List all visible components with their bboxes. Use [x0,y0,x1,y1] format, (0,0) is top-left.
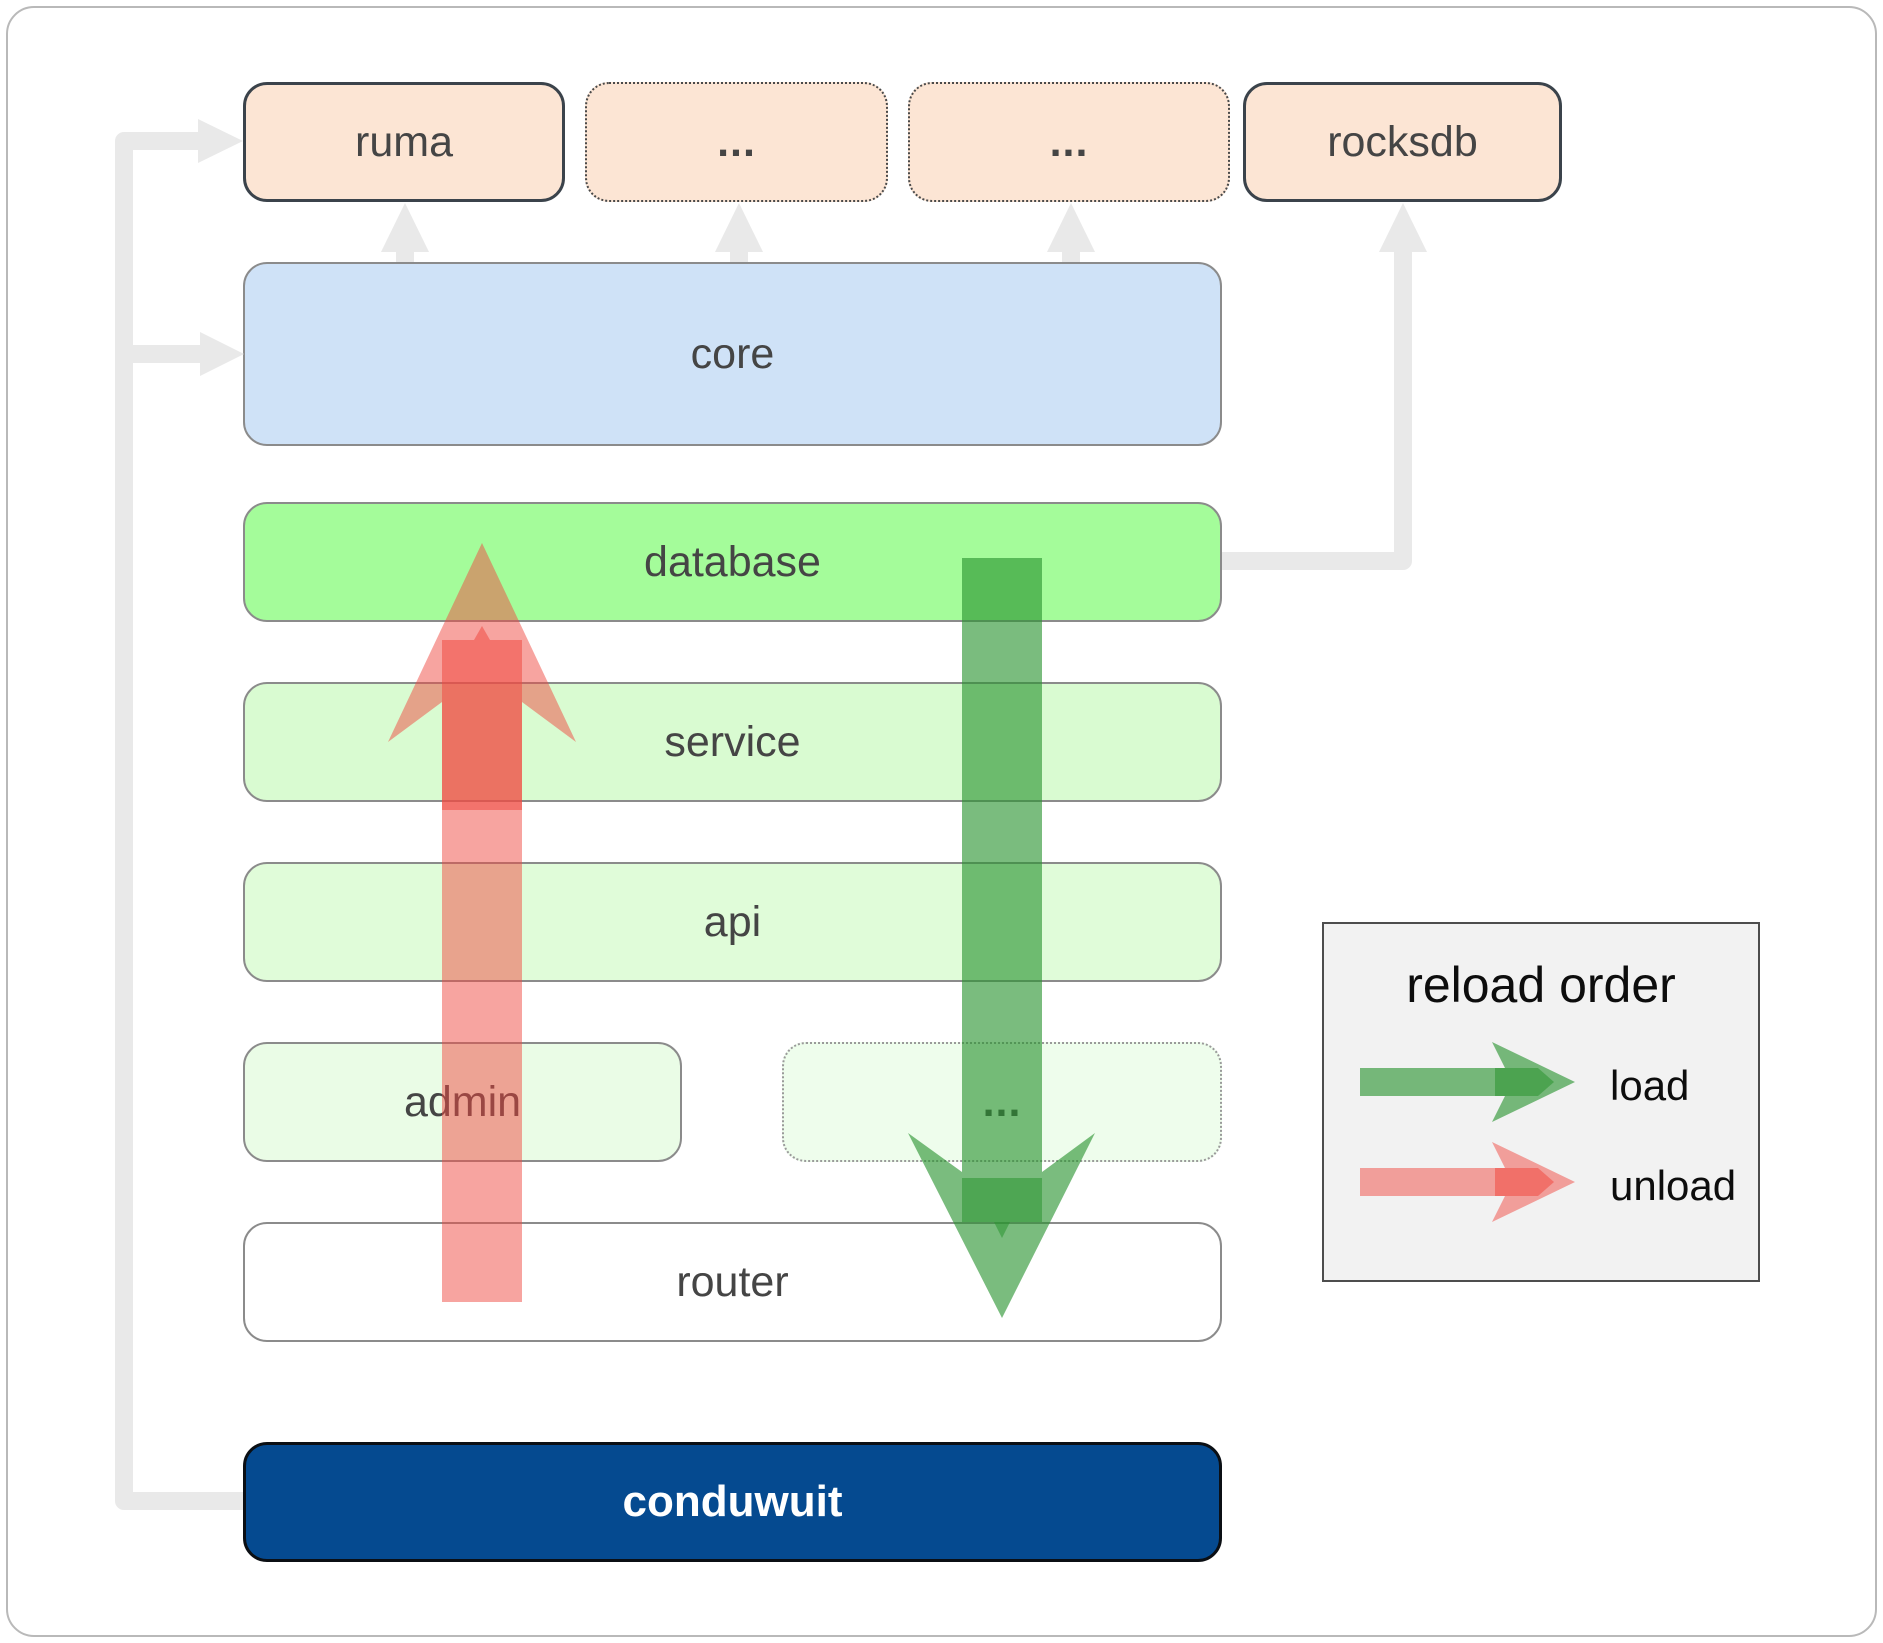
node-router: router [243,1222,1222,1342]
node-module-ellipsis-label: ... [982,1077,1022,1126]
node-dependency-ellipsis-1: ... [585,82,888,202]
legend-unload-label: unload [1610,1162,1737,1209]
node-core-label: core [690,329,775,378]
diagram-outer-frame [6,6,1877,1637]
node-admin-label: admin [403,1077,522,1126]
legend-title: reload order [1406,957,1676,1013]
node-database-label: database [644,537,821,586]
node-conduwuit: conduwuit [243,1442,1222,1562]
node-admin: admin [243,1042,682,1162]
legend-panel: reload order load unload [1322,922,1760,1282]
node-rocksdb-label: rocksdb [1327,117,1478,166]
node-module-ellipsis: ... [782,1042,1222,1162]
node-router-label: router [676,1257,789,1306]
node-ruma-label: ruma [355,117,453,166]
node-ruma: ruma [243,82,565,202]
node-api: api [243,862,1222,982]
node-database: database [243,502,1222,622]
node-core: core [243,262,1222,446]
node-rocksdb: rocksdb [1243,82,1562,202]
node-service-label: service [664,717,801,766]
node-dependency-ellipsis-2-label: ... [1049,117,1089,166]
node-conduwuit-label: conduwuit [622,1477,843,1526]
legend-load-label: load [1610,1062,1690,1109]
node-api-label: api [703,897,762,946]
node-service: service [243,682,1222,802]
node-dependency-ellipsis-2: ... [908,82,1230,202]
node-dependency-ellipsis-1-label: ... [717,117,756,166]
